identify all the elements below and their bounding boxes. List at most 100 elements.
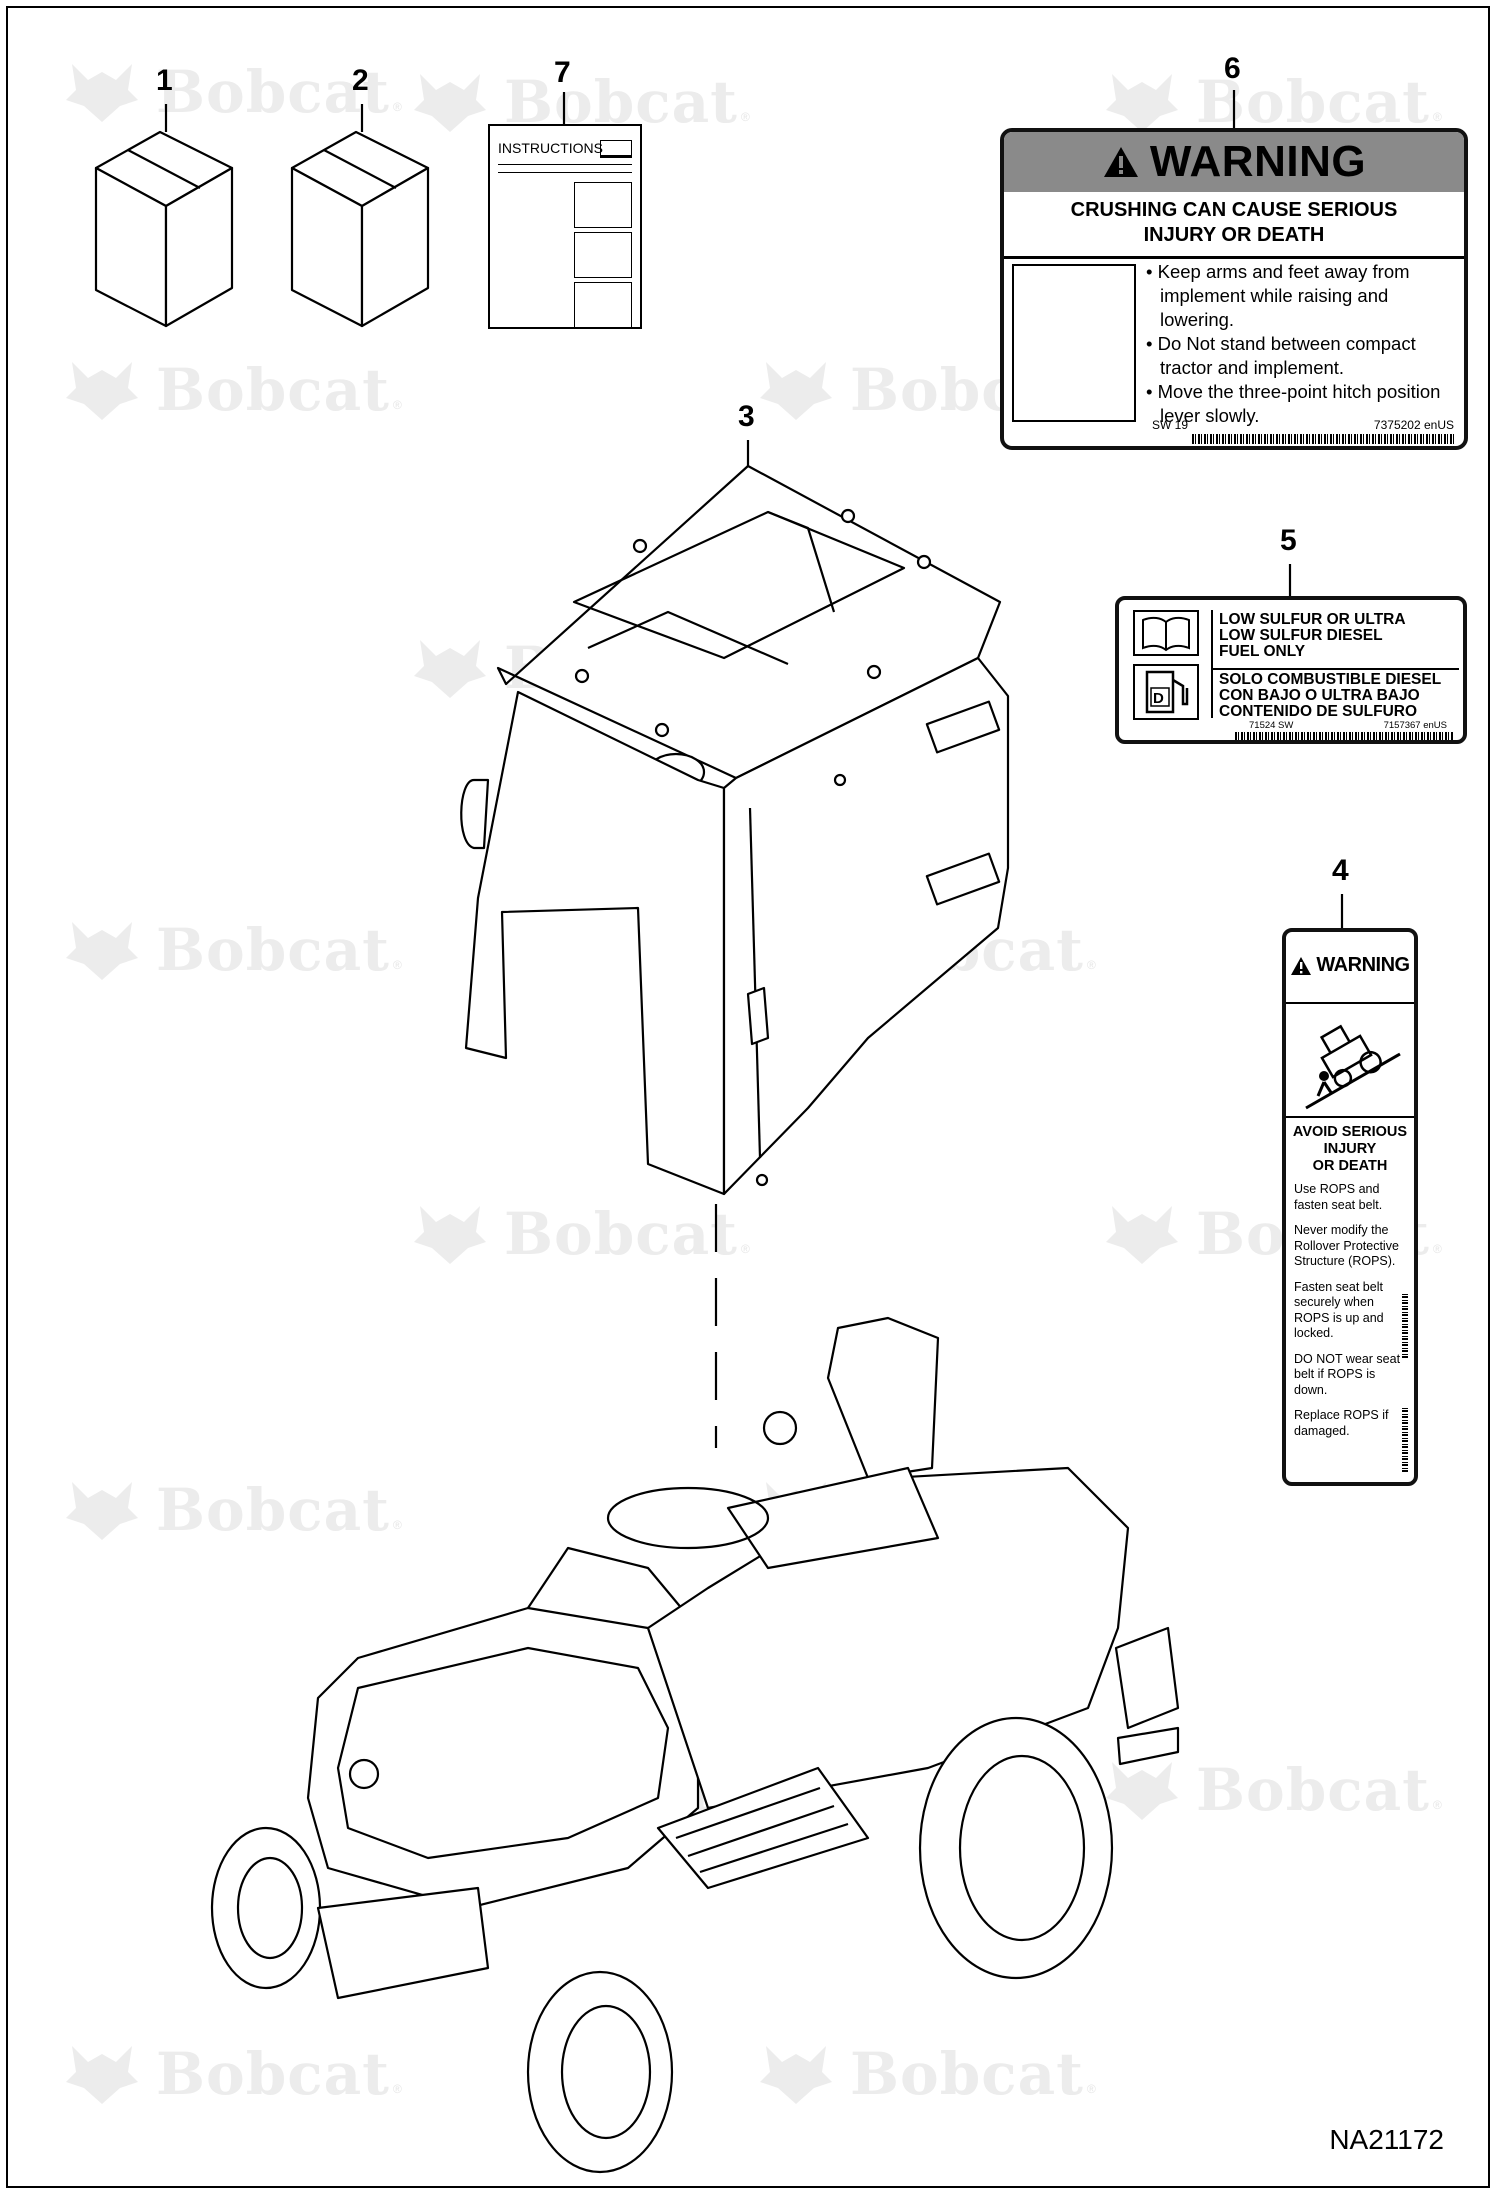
warning-triangle-icon xyxy=(1291,956,1312,975)
bobcat-watermark: Bobcat® xyxy=(62,354,402,426)
decal4-divider xyxy=(1286,1002,1414,1004)
bobcat-watermark: Bobcat® xyxy=(1102,1754,1442,1826)
part-box-1-icon xyxy=(94,130,234,328)
watermark-reg: ® xyxy=(392,398,402,412)
decal4-header-text: WARNING xyxy=(1316,954,1410,976)
watermark-reg: ® xyxy=(1086,958,1096,972)
part-box-2-icon xyxy=(290,130,430,328)
watermark-text: Bobcat xyxy=(1196,1756,1430,1824)
decal5-line: CONTENIDO DE SULFURO xyxy=(1219,703,1418,720)
watermark-reg: ® xyxy=(392,958,402,972)
drawing-id: NA21172 xyxy=(1329,2124,1444,2155)
decal6-pictogram-frame xyxy=(1012,264,1136,422)
bobcat-logo-icon xyxy=(414,1206,486,1264)
watermark-reg: ® xyxy=(1086,2082,1096,2096)
decal6-message-line: INJURY OR DEATH xyxy=(1143,224,1325,246)
watermark-reg: ® xyxy=(1432,1798,1442,1812)
decal4-barcode xyxy=(1402,1408,1408,1472)
decal5-barcode xyxy=(1235,732,1453,740)
decal4-barcode xyxy=(1402,1294,1408,1358)
bobcat-logo-icon xyxy=(66,2046,138,2104)
bobcat-watermark: Bobcat® xyxy=(756,2038,1096,2110)
booklet-panel xyxy=(574,282,632,328)
bobcat-logo-icon xyxy=(66,362,138,420)
watermark-text: Bobcat xyxy=(156,58,390,126)
booklet-panel xyxy=(574,182,632,228)
decal5-line: SOLO COMBUSTIBLE DIESEL xyxy=(1219,671,1442,688)
bobcat-logo-icon xyxy=(1106,74,1178,132)
booklet-rule xyxy=(498,164,632,165)
bobcat-logo-icon xyxy=(66,922,138,980)
line-art xyxy=(94,90,1344,2174)
callout-7: 7 xyxy=(554,56,571,89)
booklet-tag xyxy=(600,140,632,158)
booklet-rule xyxy=(498,172,632,173)
decal5-spanish: SOLO COMBUSTIBLE DIESEL CON BAJO O ULTRA… xyxy=(1219,672,1441,720)
decal5-code-left: 71524 SW xyxy=(1249,720,1294,731)
watermark-reg: ® xyxy=(740,1242,750,1256)
decal4-paragraph: Replace ROPS if damaged. xyxy=(1294,1408,1389,1438)
decal4-divider xyxy=(1286,1116,1414,1118)
decal6-code-right: 7375202 enUS xyxy=(1373,418,1454,432)
decal6-header-text: WARNING xyxy=(1149,137,1367,186)
callout-5: 5 xyxy=(1280,524,1297,557)
decal4-header: WARNING xyxy=(1286,954,1414,977)
callout-2: 2 xyxy=(352,64,369,97)
decal5-line: LOW SULFUR DIESEL xyxy=(1219,627,1383,644)
booklet-panel xyxy=(574,232,632,278)
watermark-text: Bobcat xyxy=(156,916,390,984)
booklet-title: INSTRUCTIONS xyxy=(498,140,603,156)
decal5-line: LOW SULFUR OR ULTRA xyxy=(1219,611,1406,628)
decal4-avoid: AVOID SERIOUS INJURY OR DEATH xyxy=(1286,1124,1414,1175)
decal6-code-left: SW 19 xyxy=(1152,418,1189,432)
instructions-booklet: INSTRUCTIONS xyxy=(488,124,642,329)
bobcat-watermark: Bobcat® xyxy=(62,2038,402,2110)
decal5-line: CON BAJO O ULTRA BAJO xyxy=(1219,687,1420,704)
bobcat-watermark: Bobcat® xyxy=(62,1474,402,1546)
decal6-message: CRUSHING CAN CAUSE SERIOUS INJURY OR DEA… xyxy=(1004,198,1464,248)
decal4-avoid-line: AVOID SERIOUS xyxy=(1292,1124,1408,1140)
decal4-avoid-line: OR DEATH xyxy=(1312,1158,1388,1174)
decal6-barcode xyxy=(1192,434,1454,444)
decal5-english: LOW SULFUR OR ULTRA LOW SULFUR DIESEL FU… xyxy=(1219,612,1406,660)
compact-tractor-icon xyxy=(210,1316,1180,2174)
callout-6: 6 xyxy=(1224,52,1241,85)
decal6-bullet: • Do Not stand between compact tractor a… xyxy=(1146,333,1416,378)
bobcat-logo-icon xyxy=(66,64,138,122)
decal-rops-warning: WARNING AVOID SERIOUS INJURY OR DEATH Us… xyxy=(1282,928,1418,1486)
manual-book-icon xyxy=(1133,610,1199,656)
bobcat-watermark: Bobcat® xyxy=(62,914,402,986)
watermark-reg: ® xyxy=(1432,110,1442,124)
callout-3: 3 xyxy=(738,400,755,433)
bobcat-logo-icon xyxy=(1106,1762,1178,1820)
bobcat-logo-icon xyxy=(760,362,832,420)
watermark-text: Bobcat xyxy=(156,356,390,424)
watermark-text: Bobcat xyxy=(850,2040,1084,2108)
cab-assembly-icon xyxy=(460,464,1010,1196)
decal4-paragraph: Fasten seat belt securely when ROPS is u… xyxy=(1294,1279,1384,1341)
decal5-divider xyxy=(1211,668,1459,670)
decal-fuel-type: D LOW SULFUR OR ULTRA LOW SULFUR DIESEL … xyxy=(1115,596,1467,744)
decal6-bullet: • Move the three-point hitch position le… xyxy=(1146,381,1441,426)
decal5-line: FUEL ONLY xyxy=(1219,643,1306,660)
bobcat-logo-icon xyxy=(1106,1206,1178,1264)
fuel-pump-icon xyxy=(1133,664,1199,720)
decal4-avoid-line: INJURY xyxy=(1323,1141,1377,1157)
bobcat-logo-icon xyxy=(414,640,486,698)
decal6-codes: SW 19 7375202 enUS xyxy=(1152,418,1454,432)
decal6-instructions: • Keep arms and feet away from implement… xyxy=(1146,260,1458,428)
decal4-paragraph: Use ROPS and fasten seat belt. xyxy=(1294,1182,1383,1212)
watermark-text: Bobcat xyxy=(156,2040,390,2108)
decal4-paragraph: Never modify the Rollover Protective Str… xyxy=(1294,1223,1399,1268)
decal5-separator xyxy=(1211,610,1213,718)
parts-diagram-sheet: Bobcat® Bobcat® Bobcat® Bobcat® Bobcat® … xyxy=(6,6,1490,2188)
decal6-divider xyxy=(1004,256,1464,259)
watermark-text: Bobcat xyxy=(504,1200,738,1268)
watermark-reg: ® xyxy=(392,2082,402,2096)
decal6-bullet: • Keep arms and feet away from implement… xyxy=(1146,261,1410,330)
rollover-hazard-icon xyxy=(1305,1024,1401,1110)
watermark-reg: ® xyxy=(392,1518,402,1532)
bobcat-watermark: Bobcat® xyxy=(410,1198,750,1270)
watermark-reg: ® xyxy=(392,100,402,114)
decal-crushing-warning: WARNING CRUSHING CAN CAUSE SERIOUS INJUR… xyxy=(1000,128,1468,450)
